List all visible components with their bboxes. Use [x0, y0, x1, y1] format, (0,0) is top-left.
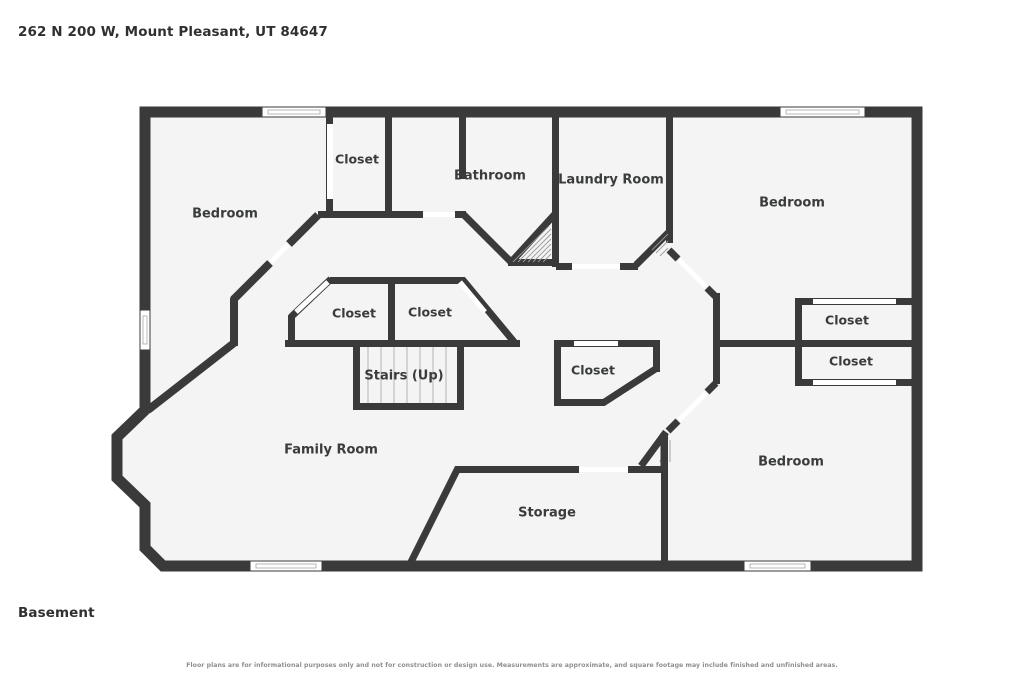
- wall-v-center-closet-left: [554, 340, 561, 406]
- room-label-closet-right-lower: Closet: [829, 354, 873, 369]
- room-label-closet-center-right: Closet: [408, 305, 452, 320]
- room-label-bathroom: Bathroom: [454, 169, 526, 184]
- room-label-storage: Storage: [518, 506, 576, 521]
- disclaimer-text: Floor plans are for informational purpos…: [186, 662, 838, 669]
- wall-h-center-closet-bottom: [554, 399, 605, 406]
- door-diagonal-bedroom-tr: [677, 258, 708, 289]
- room-label-bedroom-top-right: Bedroom: [759, 196, 825, 211]
- room-label-bedroom-bottom-right: Bedroom: [758, 455, 824, 470]
- wall-diagonal-bedroom-tr: [666, 247, 681, 262]
- room-label-bedroom-top-left: Bedroom: [192, 207, 258, 222]
- wall-h-under-bathroom: [455, 211, 466, 218]
- floor-level-label: Basement: [18, 605, 95, 621]
- window-top-left: [261, 106, 327, 118]
- wall-center-closet-angle: [601, 365, 659, 406]
- wall-diagonal-bedroom-tl-long: [230, 260, 273, 303]
- window-bottom-left: [249, 560, 323, 572]
- stair-treads: [367, 347, 447, 403]
- room-label-stairs: Stairs (Up): [364, 369, 443, 384]
- wall-h-laundry-bottom-right: [620, 263, 638, 270]
- room-label-laundry-room: Laundry Room: [558, 173, 664, 188]
- wall-v-stairs-left: [353, 344, 360, 410]
- window-left: [139, 309, 151, 351]
- wall-v-bathroom-right: [552, 112, 559, 267]
- wall-v-closet-right: [385, 112, 392, 216]
- room-label-closet-center: Closet: [571, 363, 615, 378]
- door-openings-group: [269, 124, 896, 472]
- door-diagonal-bedroom-tl: [269, 243, 290, 264]
- room-label-closet-right-upper: Closet: [825, 313, 869, 328]
- room-label-family-room: Family Room: [284, 443, 378, 458]
- laundry-hatch: [651, 233, 669, 257]
- windows-group: [139, 106, 866, 572]
- wall-h-center-closets-top: [330, 277, 464, 284]
- wall-h-laundry-bottom-left: [556, 263, 572, 270]
- wall-h-stairs-bottom: [353, 403, 464, 410]
- wall-h-center-closets-bottom: [285, 340, 520, 347]
- wall-laundry-angle-right: [633, 229, 672, 268]
- wall-v-center-closet-right: [653, 340, 660, 372]
- door-closet-right-upper: [813, 299, 896, 304]
- wall-h-bathroom-bottom: [508, 259, 559, 266]
- wall-storage-angle: [405, 466, 462, 568]
- wall-v-bedroom-br-left: [713, 347, 720, 384]
- wall-bathroom-angle-left: [460, 211, 514, 265]
- wall-v-family-left-upper: [230, 298, 238, 346]
- wall-h-under-closet: [318, 211, 423, 218]
- door-storage: [579, 467, 628, 472]
- wall-v-center-closets-div: [388, 277, 395, 343]
- door-diagonal-closet-cl: [294, 280, 330, 314]
- wall-v-bedroom-br-side: [661, 433, 668, 566]
- room-label-closet-top-left: Closet: [335, 152, 379, 167]
- wall-center-closet-right-angle: [459, 276, 518, 346]
- wall-h-closets-right-mid: [716, 340, 917, 347]
- door-closet-right-lower: [813, 380, 896, 385]
- door-bathroom: [423, 212, 455, 217]
- wall-v-stairs-right: [457, 344, 464, 410]
- wall-v-laundry-right: [666, 112, 673, 243]
- walls-group: [111, 106, 923, 572]
- wall-diagonal-bedroom-br-2: [665, 418, 681, 434]
- exterior-wall: [111, 106, 923, 572]
- door-diagonal-bedroom-br: [677, 391, 708, 422]
- window-top-right: [779, 106, 866, 118]
- room-labels-group: Bedroom Closet Bathroom Laundry Room Bed…: [192, 152, 873, 521]
- window-bottom-right: [743, 560, 812, 572]
- page-title: 262 N 200 W, Mount Pleasant, UT 84647: [18, 24, 328, 40]
- wall-v-center-closet-left-edge: [288, 315, 295, 343]
- door-laundry: [572, 264, 620, 269]
- wall-diagonal-bedroom-tl: [286, 212, 321, 247]
- wall-v-bathroom-left: [459, 112, 466, 179]
- door-closet-center: [574, 341, 618, 346]
- bathroom-hatch: [512, 225, 552, 263]
- wall-bathroom-angle-hatch-edge: [510, 211, 558, 263]
- wall-h-storage-top-left: [455, 466, 579, 473]
- wall-h-storage-top-right: [628, 466, 664, 473]
- wall-v-right-hall: [713, 293, 720, 347]
- room-label-closet-center-left: Closet: [332, 306, 376, 321]
- wall-diagonal-family-left: [145, 339, 237, 414]
- door-diagonal-closet-cr: [458, 280, 487, 314]
- door-closet-tl: [327, 124, 333, 199]
- wall-diagonal-bedroom-br: [704, 380, 719, 395]
